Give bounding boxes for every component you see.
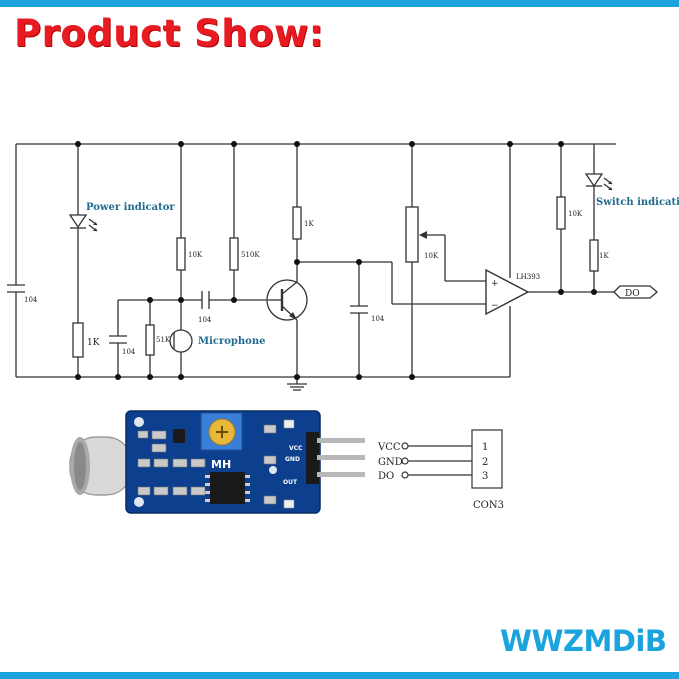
connector-con3 xyxy=(471,429,503,489)
module-pin-out: OUT xyxy=(283,479,298,486)
module-pin-vcc: VCC xyxy=(289,445,303,452)
switch-led-icon xyxy=(584,173,613,191)
capacitor-mic xyxy=(109,335,127,344)
capacitor-mid xyxy=(350,305,368,314)
wire-label-vcc: VCC xyxy=(377,442,401,453)
cap-mic-label: 104 xyxy=(122,348,136,356)
page-headline: Product Show: xyxy=(14,12,324,55)
power-led-icon xyxy=(68,214,98,232)
junction-dots xyxy=(75,141,597,380)
resistor-1k-out-label: 1K xyxy=(599,252,609,260)
wire-label-gnd: GND xyxy=(378,457,403,468)
resistor-510k xyxy=(229,237,239,271)
switch-indication-label: Switch indication xyxy=(596,197,679,208)
cap-left-label: 104 xyxy=(24,296,38,304)
resistor-51k xyxy=(145,324,155,356)
potentiometer xyxy=(405,206,427,263)
microphone-label: Microphone xyxy=(198,336,265,347)
resistor-10k-pullup xyxy=(556,196,566,230)
cap-mid-label: 104 xyxy=(371,315,385,323)
resistor-510k-label: 510K xyxy=(241,251,260,259)
resistor-10k xyxy=(176,237,186,271)
module-pin-gnd: GND xyxy=(285,456,300,463)
comparator-label: LH393 xyxy=(516,273,540,281)
power-indicator-label: Power indicator xyxy=(86,202,175,213)
resistor-1k-collector xyxy=(292,206,302,240)
comparator-icon xyxy=(485,268,530,316)
resistor-1k-label: 1K xyxy=(304,220,314,228)
resistor-led-label: 1K xyxy=(87,338,100,348)
connector-pin-2: 2 xyxy=(482,457,488,468)
connector-pin-1: 1 xyxy=(482,442,488,453)
module-chip-label: MH xyxy=(211,458,231,471)
wires xyxy=(15,143,616,384)
plus-label: + xyxy=(491,279,499,289)
header-pins xyxy=(306,432,365,484)
connector-wiring xyxy=(401,442,472,479)
output-arrow-icon xyxy=(613,285,658,299)
bottom-border xyxy=(0,672,679,679)
cap-coupling-label: 104 xyxy=(198,316,212,324)
brand-logo: WWZMDiB xyxy=(500,624,667,658)
ground-icon xyxy=(287,383,307,391)
connector-pin-3: 3 xyxy=(482,471,488,482)
capacitor-left xyxy=(7,284,25,293)
transistor-icon xyxy=(266,279,308,321)
microphone-capsule xyxy=(69,436,133,496)
output-label: DO xyxy=(625,289,640,299)
microphone-icon xyxy=(169,329,193,353)
top-border xyxy=(0,0,679,7)
pot-label: 10K xyxy=(424,252,439,260)
capacitor-coupling xyxy=(201,291,210,309)
sensor-module-board: MH VCC GND OUT xyxy=(125,410,321,514)
resistor-51k-label: 51K xyxy=(156,336,171,344)
resistor-led xyxy=(72,322,84,358)
minus-label: − xyxy=(491,301,499,311)
resistor-10k-pullup-label: 10K xyxy=(568,210,583,218)
resistor-10k-label: 10K xyxy=(188,251,203,259)
connector-name-label: CON3 xyxy=(473,500,504,511)
wire-label-do: DO xyxy=(378,471,394,482)
resistor-1k-led xyxy=(589,239,599,272)
